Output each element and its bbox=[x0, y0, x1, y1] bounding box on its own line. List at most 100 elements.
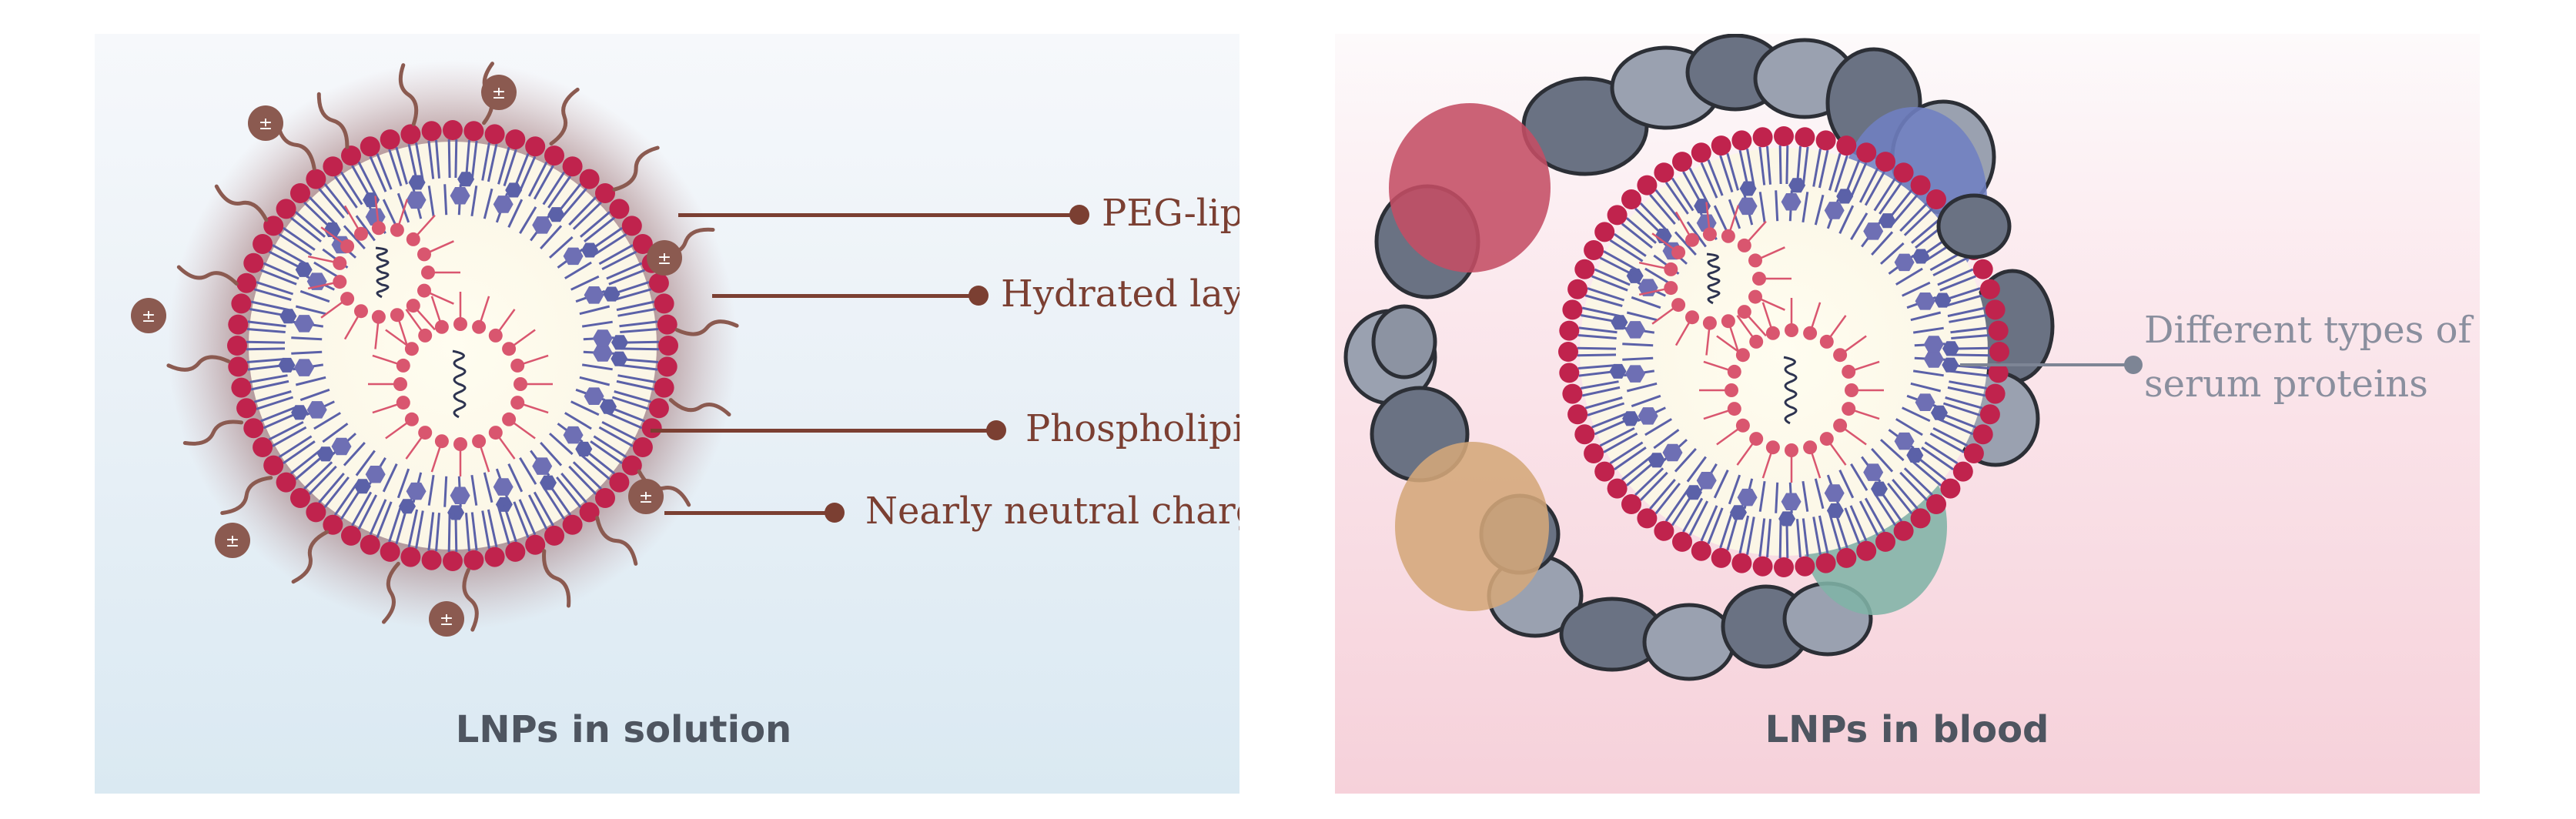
lipid-tail bbox=[1726, 513, 1739, 551]
lipid-tail bbox=[1719, 155, 1734, 193]
lipid-tail bbox=[581, 320, 613, 328]
micelle-head bbox=[1735, 348, 1750, 363]
lipid-tail bbox=[507, 463, 524, 493]
lipid-tail bbox=[1622, 343, 1654, 347]
lipid-tail bbox=[1834, 510, 1848, 549]
lipid-tail bbox=[1879, 439, 1905, 462]
lipid-tail bbox=[547, 483, 572, 516]
micelle-tail bbox=[405, 309, 424, 334]
peg-chain bbox=[220, 476, 273, 515]
neutral-charge-dot bbox=[825, 503, 845, 523]
cholesterol bbox=[532, 457, 553, 475]
lipid-tail bbox=[1850, 463, 1868, 491]
phospholipid-head bbox=[1584, 240, 1604, 260]
lipid-tail bbox=[340, 486, 363, 520]
phospholipid-head bbox=[632, 437, 653, 457]
lipid-tail bbox=[533, 165, 554, 200]
peg-chain bbox=[382, 561, 400, 624]
lipid-tail bbox=[382, 463, 398, 493]
micelle-head bbox=[1702, 227, 1717, 242]
phospholipid-head bbox=[1637, 508, 1658, 529]
micelle-head bbox=[1664, 262, 1678, 276]
charge-badge-circle bbox=[131, 298, 166, 333]
lipid-tail bbox=[295, 305, 326, 316]
lipid-tail bbox=[1796, 145, 1802, 185]
lipid-tail bbox=[376, 153, 393, 190]
lipid-tail bbox=[1758, 192, 1766, 223]
inner-micelle bbox=[1699, 298, 1884, 483]
lipid-tail bbox=[250, 379, 289, 391]
phospholipid-head bbox=[463, 121, 484, 142]
cholesterol bbox=[1915, 393, 1935, 411]
phospholipid-head bbox=[1607, 478, 1628, 499]
micelle-tail bbox=[497, 434, 516, 460]
micelle-tail bbox=[1810, 450, 1822, 479]
cholesterol bbox=[1781, 193, 1802, 211]
cholesterol bbox=[279, 309, 297, 324]
lipid-tail bbox=[246, 340, 286, 344]
micelle-tail bbox=[414, 307, 436, 331]
phospholipid-head bbox=[243, 418, 264, 439]
lipid-tail bbox=[376, 501, 393, 538]
lipid-tail bbox=[357, 494, 378, 530]
cholesterol bbox=[1696, 472, 1717, 490]
lipid-tail bbox=[1578, 326, 1618, 334]
micelle-head bbox=[371, 221, 386, 236]
cholesterol bbox=[408, 175, 426, 190]
peg-chain bbox=[316, 92, 350, 149]
lipid-tail bbox=[568, 196, 597, 226]
lipid-tail bbox=[256, 396, 294, 410]
lipid-tail bbox=[1950, 326, 1989, 334]
micelle-head bbox=[390, 308, 404, 323]
micelle-head bbox=[396, 358, 410, 373]
lipid-tail bbox=[593, 435, 627, 459]
micelle-tail bbox=[343, 205, 361, 232]
micelle-head bbox=[396, 396, 410, 410]
phospholipid-head bbox=[544, 525, 564, 546]
lipid-tail bbox=[249, 308, 288, 317]
lipid-tail bbox=[447, 139, 451, 179]
serum-proteins-label-line2: serum proteins bbox=[2144, 363, 2428, 406]
phospholipid-head bbox=[1952, 461, 1973, 482]
phospholipid-head bbox=[1836, 547, 1857, 568]
lipid-tail bbox=[1939, 412, 1976, 429]
phospholipid-head bbox=[1711, 547, 1731, 568]
charge-badge: ± bbox=[628, 479, 664, 514]
lipid-tail bbox=[427, 512, 435, 551]
serum-proteins-dot bbox=[2124, 356, 2143, 374]
micelle-tail bbox=[1758, 246, 1785, 260]
lipid-tail bbox=[1902, 406, 1931, 423]
lipid-tail bbox=[519, 457, 537, 485]
micelle-head bbox=[371, 309, 386, 324]
phospholipid-head bbox=[658, 336, 678, 356]
lipid-tail bbox=[1937, 417, 1974, 436]
micelle-head bbox=[1748, 289, 1762, 304]
phospholipid-head bbox=[1774, 557, 1794, 577]
micelle-tail bbox=[430, 443, 442, 473]
micelle-head bbox=[1752, 272, 1766, 286]
lipid-tail bbox=[1707, 507, 1724, 544]
lipid-tail bbox=[308, 196, 337, 226]
micelle-head bbox=[333, 275, 347, 289]
lipid-tail bbox=[294, 211, 326, 238]
phospholipid-head bbox=[276, 199, 296, 219]
lipid-tail bbox=[272, 426, 307, 447]
phospholipid-head bbox=[609, 199, 630, 219]
cholesterol bbox=[406, 191, 427, 209]
lipid-tail bbox=[1802, 518, 1809, 557]
lipid-tail bbox=[407, 509, 419, 548]
lipid-tail bbox=[1719, 510, 1734, 549]
micelle-head bbox=[453, 317, 467, 331]
hydrated-layer-dot bbox=[969, 286, 989, 306]
micelle-head bbox=[1671, 298, 1686, 313]
lnp-particle bbox=[1558, 126, 2009, 577]
micelle-head bbox=[1845, 383, 1858, 397]
lipid-tail bbox=[1700, 505, 1718, 542]
lipid-tail bbox=[369, 499, 387, 536]
charge-symbol: ± bbox=[259, 115, 273, 134]
lipid-tail bbox=[1879, 242, 1905, 265]
charge-badge-circle bbox=[481, 75, 517, 110]
lipid-tail bbox=[570, 275, 600, 291]
phospholipid-head bbox=[421, 550, 442, 570]
charge-badge-circle bbox=[215, 523, 250, 558]
